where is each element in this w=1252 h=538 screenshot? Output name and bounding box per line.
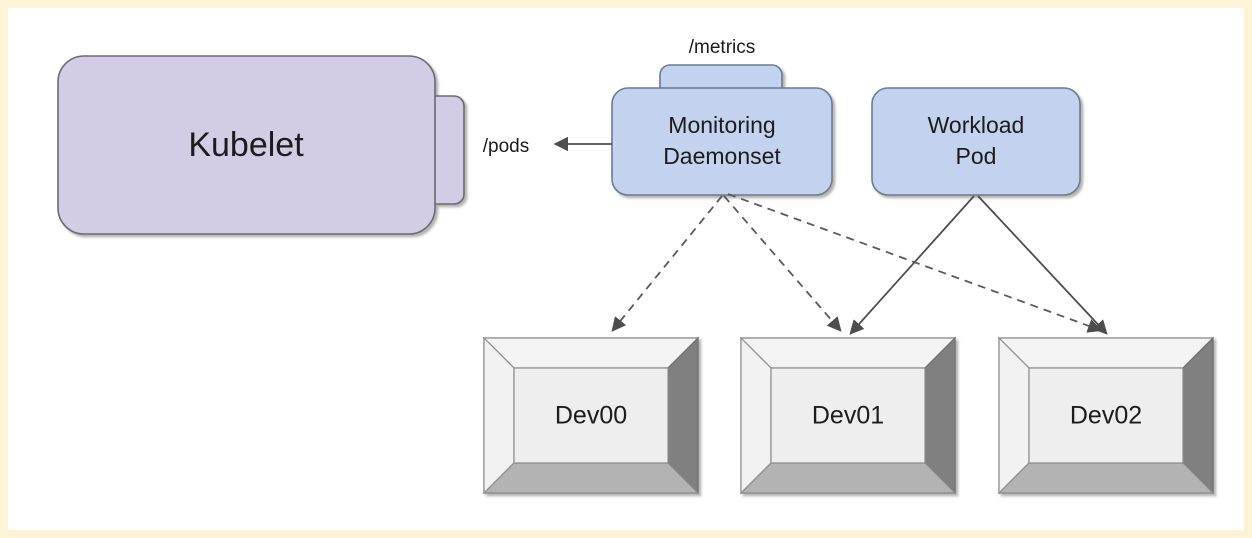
edge-daemonset-to-dev00 [611, 195, 723, 332]
kubelet-label: Kubelet [188, 126, 304, 164]
architecture-diagram: Kubelet /pods Monitoring Daemonset /metr… [57, 37, 1215, 495]
workload-pod-body [871, 87, 1081, 196]
device-label-dev02: Dev02 [1070, 402, 1142, 430]
device-label-dev00: Dev00 [555, 402, 627, 430]
edge-workloadpod-to-dev02 [977, 195, 1108, 335]
edge-daemonset-to-dev01 [723, 195, 842, 332]
device-box-dev00[interactable]: Dev00 [482, 336, 700, 495]
monitoring-daemonset-label-line2: Daemonset [663, 143, 781, 169]
node-kubelet[interactable]: Kubelet [57, 55, 465, 235]
node-monitoring-daemonset[interactable]: Monitoring Daemonset [611, 64, 833, 196]
workload-pod-label-line2: Pod [956, 143, 997, 169]
diagram-canvas: Kubelet /pods Monitoring Daemonset /metr… [8, 8, 1244, 530]
node-workload-pod[interactable]: Workload Pod [871, 87, 1081, 196]
monitoring-daemonset-body [611, 87, 833, 196]
metrics-port-label: /metrics [689, 37, 756, 58]
kubelet-body [57, 55, 436, 235]
monitoring-daemonset-label-line1: Monitoring [668, 112, 775, 138]
edge-workloadpod-to-dev01 [849, 195, 975, 335]
workload-pod-label-line1: Workload [928, 112, 1025, 138]
device-label-dev01: Dev01 [812, 402, 884, 430]
device-box-dev02[interactable]: Dev02 [997, 336, 1215, 495]
device-box-dev01[interactable]: Dev01 [739, 336, 957, 495]
pods-port-label: /pods [483, 136, 529, 157]
